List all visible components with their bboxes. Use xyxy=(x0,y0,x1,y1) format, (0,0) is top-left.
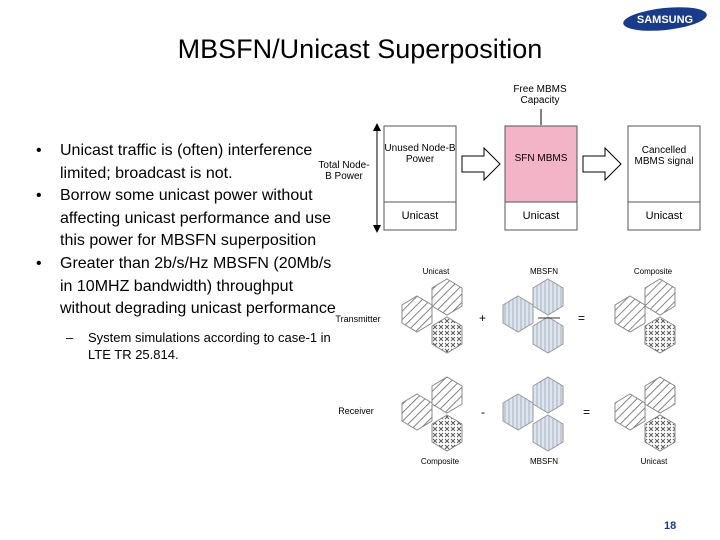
sub-bullet: –System simulations according to case-1 … xyxy=(36,329,336,363)
transmitter-composite-cluster xyxy=(614,278,676,354)
minus-sign: - xyxy=(481,405,485,419)
sfn-mbms-fill xyxy=(505,126,577,202)
free-capacity-label: Free MBMS Capacity xyxy=(513,84,567,106)
bullet-dot: • xyxy=(36,254,42,272)
receiver-unicast-cluster xyxy=(614,376,676,452)
bullet-text: Borrow some unicast power without affect… xyxy=(60,187,331,250)
bullet-text: Greater than 2b/s/Hz MBSFN (20Mb/s in 10… xyxy=(60,254,336,318)
bullet-item: • Borrow some unicast power without affec… xyxy=(36,185,336,253)
arrow-head-up xyxy=(373,123,381,131)
sub-bullet-text: System simulations according to case-1 i… xyxy=(88,329,331,362)
column-1-top-label: Unused Node-B Power xyxy=(384,143,456,165)
block-arrow-2 xyxy=(582,146,622,182)
column-box-3 xyxy=(627,125,701,231)
arrow-head-down xyxy=(373,225,381,233)
bullet-item: • Unicast traffic is (often) interference… xyxy=(36,140,336,185)
column-box-2 xyxy=(504,125,578,231)
bullet-dot: • xyxy=(36,187,42,205)
plus-sign: + xyxy=(479,311,487,325)
transmitter-mbsfn-cluster xyxy=(502,278,564,354)
block-arrow-1 xyxy=(461,146,501,182)
column-2-top-label: SFN MBMS xyxy=(514,153,568,164)
column-3-top-label: Cancelled MBMS signal xyxy=(634,145,694,167)
column-3-bottom-label: Unicast xyxy=(645,210,683,222)
column-box-1 xyxy=(383,125,457,231)
transmitter-unicast-cluster xyxy=(401,278,463,354)
sub-bullet-dash: – xyxy=(66,329,74,345)
equals-sign-row1: = xyxy=(578,311,586,325)
footer-mbsfn: MBSFN xyxy=(530,457,558,466)
header-composite: Composite xyxy=(633,267,673,276)
bullet-text: Unicast traffic is (often) interference … xyxy=(60,142,313,182)
bullet-dot: • xyxy=(36,142,42,159)
column-2-bottom-label: Unicast xyxy=(522,210,560,222)
header-mbsfn: MBSFN xyxy=(530,267,558,276)
bullet-item: • Greater than 2b/s/Hz MBSFN (20Mb/s in 1… xyxy=(36,253,336,321)
receiver-composite-cluster xyxy=(401,376,463,452)
page-number: 18 xyxy=(664,520,677,532)
footer-composite: Composite xyxy=(420,457,460,466)
receiver-mbsfn-cluster xyxy=(502,376,564,452)
total-power-label: Total Node-B Power xyxy=(318,160,370,182)
column-1-bottom-label: Unicast xyxy=(401,210,439,222)
footer-unicast: Unicast xyxy=(640,457,668,466)
transmitter-label: Transmitter xyxy=(335,314,381,324)
header-unicast: Unicast xyxy=(422,267,450,276)
logo-text: SAMSUNG xyxy=(637,14,693,26)
receiver-label: Receiver xyxy=(338,406,374,416)
equals-sign-row2: = xyxy=(583,405,591,419)
bullet-list: • Unicast traffic is (often) interference… xyxy=(36,140,336,363)
slide-title: MBSFN/Unicast Superposition xyxy=(177,34,543,64)
samsung-logo: SAMSUNG xyxy=(623,7,707,31)
